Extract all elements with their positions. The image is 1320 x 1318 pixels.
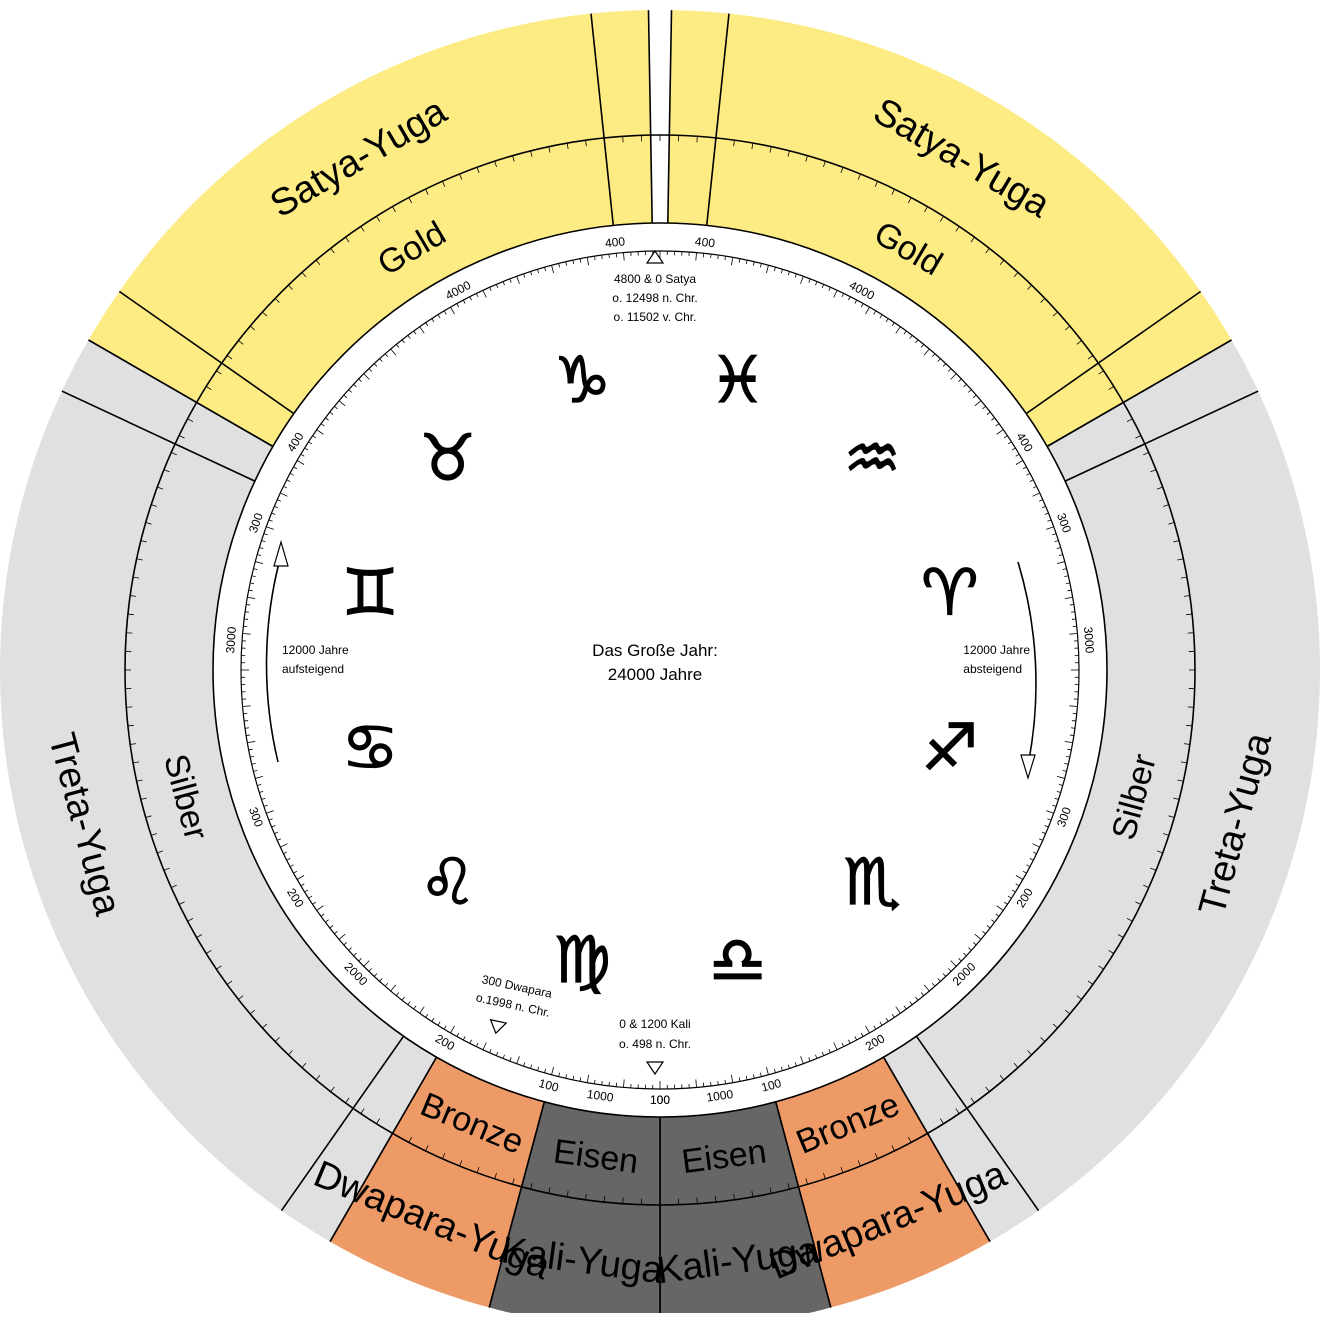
top-marker-line1: 4800 & 0 Satya	[614, 272, 696, 286]
scale-label: 100	[650, 1093, 670, 1107]
leo-icon: ♌	[419, 846, 476, 920]
ascending-line1: 12000 Jahre	[282, 643, 349, 657]
top-marker-line2: o. 12498 n. Chr.	[612, 291, 697, 305]
virgo-icon: ♍	[554, 924, 611, 998]
scale-tick	[245, 728, 249, 729]
scale-tick	[718, 255, 719, 259]
descending-line1: 12000 Jahre	[963, 643, 1030, 657]
sagittarius-icon: ♐	[921, 712, 978, 786]
center-title-line1: Das Große Jahr:	[592, 641, 718, 660]
aries-icon: ♈	[921, 556, 978, 630]
scale-tick	[602, 1081, 603, 1085]
scale-label: 3000	[1081, 626, 1097, 654]
gemini-icon: ♊	[342, 556, 399, 630]
bottom-marker-line1: 0 & 1200 Kali	[619, 1017, 690, 1031]
pisces-icon: ♓	[709, 344, 766, 418]
top-marker-line3: o. 11502 v. Chr.	[614, 310, 697, 324]
ascending-line2: aufsteigend	[282, 662, 344, 676]
scorpio-icon: ♏	[843, 846, 900, 920]
scale-tick	[1071, 612, 1075, 613]
scale-tick	[718, 1081, 719, 1085]
aquarius-icon: ♒	[843, 422, 900, 496]
descending-line2: absteigend	[963, 662, 1022, 676]
libra-icon: ♎	[709, 924, 766, 998]
bottom-marker-line2: o. 498 n. Chr.	[619, 1037, 691, 1051]
scale-tick	[245, 612, 249, 613]
scale-tick	[1071, 728, 1075, 729]
scale-label: 3000	[223, 626, 239, 654]
scale-label: 400	[604, 234, 626, 250]
scale-tick	[602, 255, 603, 259]
cancer-icon: ♋	[342, 712, 399, 786]
capricorn-icon: ♑	[554, 344, 611, 418]
center-title-line2: 24000 Jahre	[608, 665, 703, 684]
scale-label: 400	[694, 234, 716, 250]
taurus-icon: ♉	[419, 422, 476, 496]
